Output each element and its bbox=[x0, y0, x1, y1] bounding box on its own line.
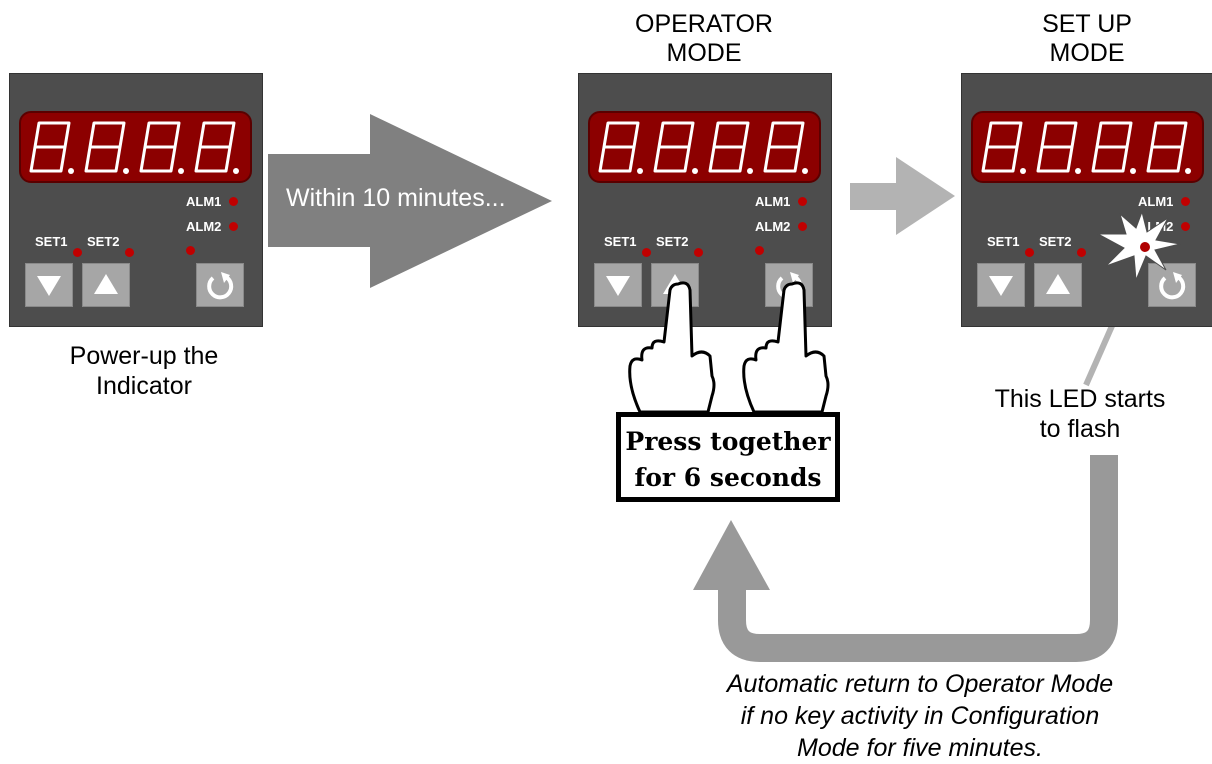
press-together-box: Press together for 6 seconds bbox=[616, 412, 840, 502]
seven-segment-digits bbox=[981, 121, 1191, 174]
up-button[interactable] bbox=[82, 263, 130, 307]
setup-mode-title: SET UP MODE bbox=[987, 10, 1187, 68]
caption-line: Indicator bbox=[96, 372, 192, 400]
down-arrow-icon bbox=[37, 276, 61, 296]
title-line: OPERATOR bbox=[635, 10, 773, 38]
alm1-label: ALM1 bbox=[1138, 194, 1174, 209]
return-arrowhead bbox=[693, 520, 770, 590]
pressing-hands-icon bbox=[628, 281, 830, 414]
set1-led bbox=[642, 248, 651, 257]
set1-label: SET1 bbox=[35, 234, 68, 249]
note-line: to flash bbox=[1039, 415, 1121, 443]
cycle-button[interactable] bbox=[196, 263, 244, 307]
press-line: for 6 seconds bbox=[634, 463, 822, 492]
set1-led bbox=[1025, 248, 1034, 257]
auto-return-note: Automatic return to Operator Mode if no … bbox=[640, 668, 1200, 764]
alm1-led bbox=[229, 197, 238, 206]
return-loop bbox=[718, 455, 1118, 662]
down-button[interactable] bbox=[594, 263, 642, 307]
alm1-led bbox=[1181, 197, 1190, 206]
set1-led bbox=[73, 248, 82, 257]
power-up-caption: Power-up the Indicator bbox=[34, 341, 254, 401]
alm1-label: ALM1 bbox=[755, 194, 791, 209]
flash-burst-icon bbox=[1097, 210, 1181, 281]
led-display bbox=[19, 111, 252, 183]
set1-label: SET1 bbox=[987, 234, 1020, 249]
indicator-operator: ALM1 ALM2 SET1 SET2 bbox=[578, 73, 832, 327]
up-button[interactable] bbox=[1034, 263, 1082, 307]
title-line: MODE bbox=[666, 39, 742, 67]
down-arrow-icon bbox=[606, 276, 630, 296]
indicator-setup: ALM1 ALM2 SET1 SET2 bbox=[961, 73, 1212, 327]
indicator-left: ALM1 ALM2 SET1 SET2 bbox=[9, 73, 263, 327]
mode-led bbox=[755, 246, 764, 255]
led-display bbox=[588, 111, 821, 183]
alm1-led bbox=[798, 197, 807, 206]
big-arrow bbox=[268, 114, 552, 288]
down-button[interactable] bbox=[25, 263, 73, 307]
title-line: SET UP bbox=[1042, 10, 1132, 38]
set2-led bbox=[694, 248, 703, 257]
alm2-label: ALM2 bbox=[755, 219, 791, 234]
caption-line: Power-up the bbox=[69, 342, 219, 370]
set2-label: SET2 bbox=[656, 234, 689, 249]
set2-led bbox=[125, 248, 134, 257]
down-button[interactable] bbox=[977, 263, 1025, 307]
arrow-label: Within 10 minutes... bbox=[286, 184, 506, 212]
led-display bbox=[971, 111, 1204, 183]
set2-led bbox=[1077, 248, 1086, 257]
title-line: MODE bbox=[1049, 39, 1125, 67]
small-arrow bbox=[850, 157, 955, 235]
led-flash-note: This LED starts to flash bbox=[960, 384, 1200, 444]
return-line: if no key activity in Configuration bbox=[740, 702, 1100, 730]
seven-segment-digits bbox=[29, 121, 239, 174]
cycle-icon bbox=[207, 275, 234, 300]
cycle-icon bbox=[1159, 275, 1186, 300]
alm2-label: ALM2 bbox=[186, 219, 222, 234]
mode-led bbox=[186, 246, 195, 255]
set2-label: SET2 bbox=[1039, 234, 1072, 249]
note-line: This LED starts bbox=[994, 385, 1166, 413]
return-line: Mode for five minutes. bbox=[797, 734, 1043, 762]
up-arrow-icon bbox=[1046, 274, 1070, 294]
alm1-label: ALM1 bbox=[186, 194, 222, 209]
alm2-led bbox=[798, 222, 807, 231]
up-arrow-icon bbox=[94, 274, 118, 294]
down-arrow-icon bbox=[989, 276, 1013, 296]
seven-segment-digits bbox=[598, 121, 808, 174]
return-line: Automatic return to Operator Mode bbox=[726, 670, 1114, 698]
alm2-led bbox=[229, 222, 238, 231]
set2-label: SET2 bbox=[87, 234, 120, 249]
set1-label: SET1 bbox=[604, 234, 637, 249]
alm2-led bbox=[1181, 222, 1190, 231]
flashing-led bbox=[1140, 242, 1150, 252]
press-line: Press together bbox=[625, 427, 831, 456]
cycle-button[interactable] bbox=[1148, 263, 1196, 307]
operator-mode-title: OPERATOR MODE bbox=[604, 10, 804, 68]
